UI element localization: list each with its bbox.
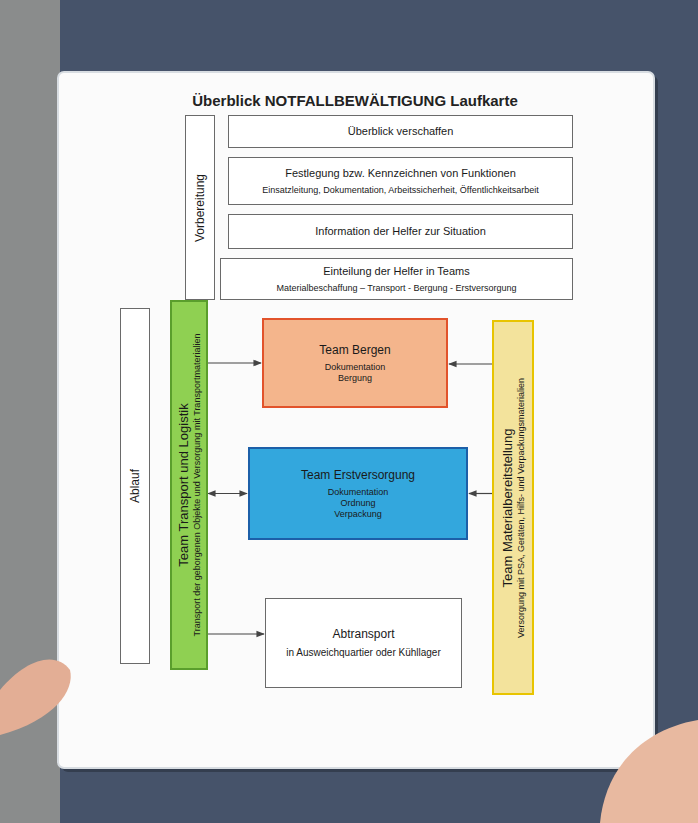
box-body: Einsatzleitung, Dokumentation, Arbeitssi… xyxy=(262,185,538,196)
box-heading: Vorbereitung xyxy=(193,120,207,295)
team-box: Team BergenDokumentationBergung xyxy=(262,318,448,408)
flow-arrow xyxy=(469,493,492,494)
rotated-text-holder: Vorbereitung xyxy=(193,120,207,295)
flow-arrow xyxy=(449,363,492,364)
box-body: Dokumentation xyxy=(325,362,386,373)
laminated-card xyxy=(58,72,654,768)
card-title: Überblick NOTFALLBEWÄLTIGUNG Laufkarte xyxy=(60,92,650,109)
phase-band: Vorbereitung xyxy=(185,115,215,300)
flow-arrow xyxy=(208,633,264,634)
rotated-text-holder: Team Transport und LogistikTransport der… xyxy=(176,305,202,665)
team-box: Team Transport und LogistikTransport der… xyxy=(170,300,208,670)
box-body: in Ausweichquartier oder Kühllager xyxy=(286,647,441,659)
step-box: Einteilung der Helfer in TeamsMaterialbe… xyxy=(220,258,573,300)
box-heading: Team Bergen xyxy=(319,343,390,357)
box-heading: Ablauf xyxy=(128,313,142,659)
box-heading: Einteilung der Helfer in Teams xyxy=(323,265,470,278)
box-heading: Festlegung bzw. Kennzeichnen von Funktio… xyxy=(285,167,516,180)
team-box: Team MaterialbereitstellungVersorgung mi… xyxy=(492,320,534,695)
phase-band: Ablauf xyxy=(120,308,150,664)
box-body: Transport der geborgenen Objekte und Ver… xyxy=(191,305,202,665)
flow-arrow xyxy=(208,493,247,494)
box-heading: Information der Helfer zur Situation xyxy=(315,225,486,238)
hand-finger xyxy=(0,660,71,735)
box-heading: Abtransport xyxy=(332,627,394,641)
team-box: Team ErstversorgungDokumentationOrdnungV… xyxy=(248,447,468,540)
rotated-text-holder: Ablauf xyxy=(128,313,142,659)
box-heading: Team Transport und Logistik xyxy=(176,305,192,665)
box-body: Ordnung xyxy=(340,498,375,509)
box-heading: Team Erstversorgung xyxy=(301,468,415,482)
step-box: Abtransport in Ausweichquartier oder Kühl… xyxy=(265,598,462,688)
step-box: Festlegung bzw. Kennzeichnen von Funktio… xyxy=(228,157,573,205)
box-body: Verpackung xyxy=(334,509,382,520)
box-body: Versorgung mit PSA, Geräten, Hilfs- und … xyxy=(515,325,526,690)
box-heading: Überblick verschaffen xyxy=(348,125,454,138)
step-box: Information der Helfer zur Situation xyxy=(228,214,573,249)
rotated-text-holder: Team MaterialbereitstellungVersorgung mi… xyxy=(500,325,526,690)
flow-arrow xyxy=(208,362,261,363)
box-body: Dokumentation xyxy=(328,487,389,498)
box-heading: Team Materialbereitstellung xyxy=(500,325,516,690)
box-body: Materialbeschaffung – Transport - Bergun… xyxy=(277,283,517,294)
hand-thumb xyxy=(600,720,698,823)
box-body: Bergung xyxy=(338,373,372,384)
step-box: Überblick verschaffen xyxy=(228,115,573,148)
